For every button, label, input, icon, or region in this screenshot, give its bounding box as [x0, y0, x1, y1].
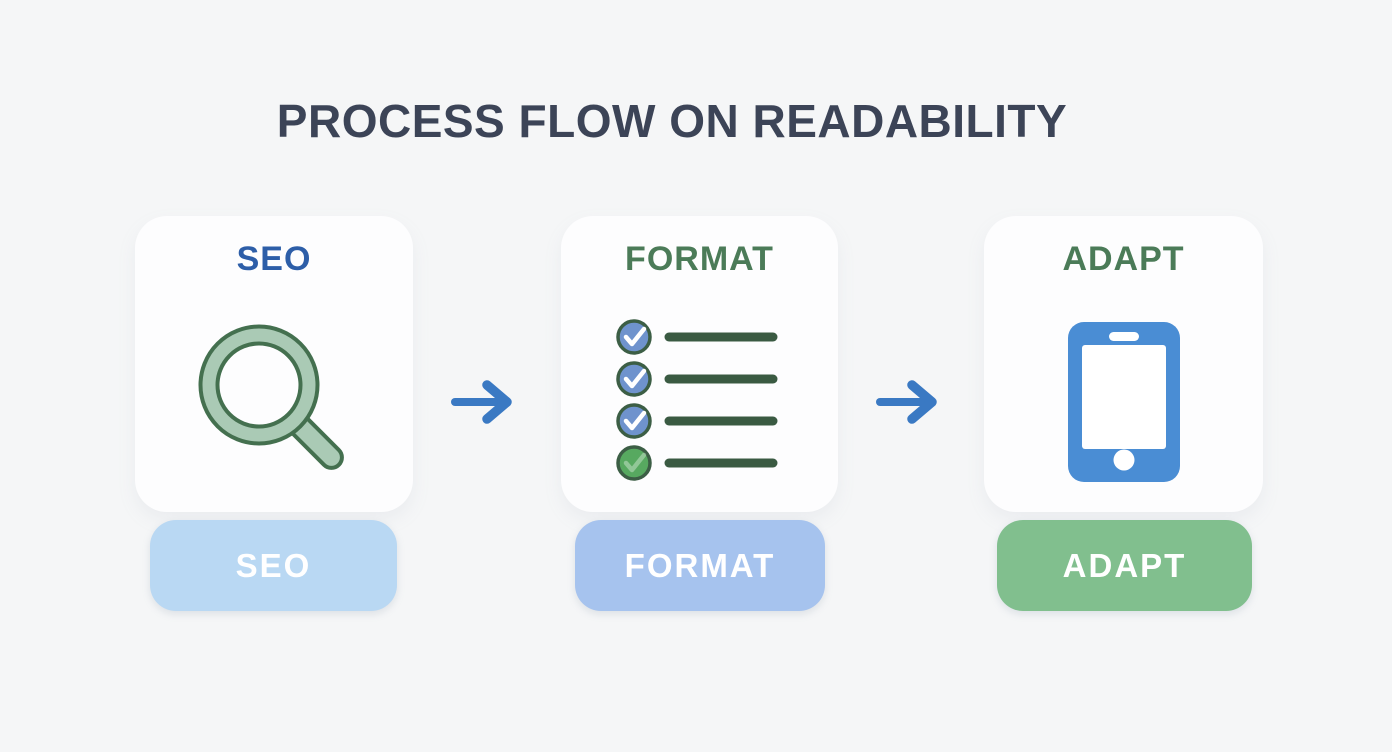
arrow-shape	[876, 380, 937, 424]
magnifier-ring	[200, 326, 318, 444]
format-button[interactable]: FORMAT	[575, 520, 825, 611]
smartphone-icon	[1068, 322, 1180, 482]
check-mark-icon	[623, 452, 647, 473]
magnifier-ring-outer-outline	[198, 324, 320, 446]
checklist-row-1	[616, 319, 778, 355]
check-mark-icon	[623, 410, 647, 431]
card-heading-adapt: ADAPT	[1062, 240, 1185, 278]
check-mark-icon	[623, 368, 647, 389]
checklist-row-4	[616, 445, 778, 481]
arrow-right-icon	[876, 380, 937, 424]
page-title: PROCESS FLOW ON READABILITY	[276, 95, 1068, 147]
card-adapt: ADAPT	[984, 216, 1263, 512]
arrow-right-icon	[451, 380, 512, 424]
adapt-button[interactable]: ADAPT	[997, 520, 1252, 611]
check-mark-icon	[623, 326, 647, 347]
card-format: FORMAT	[561, 216, 838, 512]
phone-screen	[1082, 345, 1166, 449]
card-seo: SEO	[135, 216, 413, 512]
checklist-row-2	[616, 361, 778, 397]
magnifier-ring-inner-outline	[215, 341, 303, 429]
card-heading-format: FORMAT	[625, 240, 774, 278]
magnifier-icon	[198, 324, 344, 470]
seo-button[interactable]: SEO	[150, 520, 397, 611]
checklist-icon	[616, 319, 778, 481]
card-heading-seo: SEO	[236, 240, 312, 278]
phone-home-button	[1113, 449, 1135, 471]
phone-speaker	[1109, 332, 1139, 341]
checklist-row-3	[616, 403, 778, 439]
arrow-shape	[451, 380, 512, 424]
